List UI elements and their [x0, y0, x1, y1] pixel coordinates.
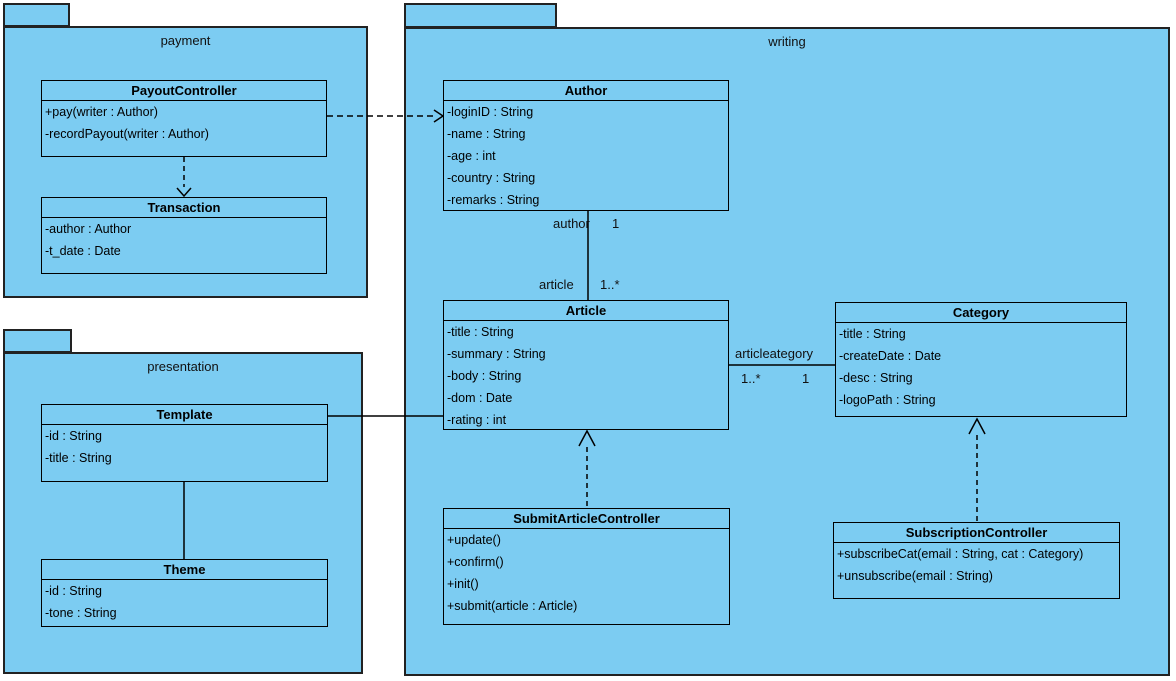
class-theme-name: Theme [42, 560, 327, 580]
package-presentation-tab[interactable] [3, 329, 72, 353]
member: -remarks : String [447, 193, 540, 207]
association-multiplicity-category-side[interactable]: 1 [802, 371, 810, 386]
member: -t_date : Date [45, 244, 121, 258]
class-subscriptioncontroller[interactable]: SubscriptionController +subscribeCat(ema… [833, 522, 1120, 599]
member: +pay(writer : Author) [45, 105, 158, 119]
association-multiplicity-article[interactable]: 1..* [600, 277, 620, 292]
association-role-author[interactable]: author [553, 216, 590, 231]
member: -recordPayout(writer : Author) [45, 127, 209, 141]
class-transaction-members: -author : Author -t_date : Date [42, 218, 326, 262]
association-role-article[interactable]: article [539, 277, 574, 292]
class-template-members: -id : String -title : String [42, 425, 327, 469]
package-writing-tab[interactable] [404, 3, 557, 28]
package-presentation-title: presentation [147, 359, 219, 374]
member: -title : String [45, 451, 112, 465]
member: +confirm() [447, 555, 504, 569]
class-payoutcontroller-members: +pay(writer : Author) -recordPayout(writ… [42, 101, 326, 145]
class-article-members: -title : String -summary : String -body … [444, 321, 728, 431]
member: -dom : Date [447, 391, 513, 405]
member: -id : String [45, 584, 102, 598]
class-transaction[interactable]: Transaction -author : Author -t_date : D… [41, 197, 327, 274]
class-category[interactable]: Category -title : String -createDate : D… [835, 302, 1127, 417]
member: -age : int [447, 149, 496, 163]
association-multiplicity-author[interactable]: 1 [612, 216, 620, 231]
member: +submit(article : Article) [447, 599, 578, 613]
member: -loginID : String [447, 105, 534, 119]
member: +subscribeCat(email : String, cat : Cate… [837, 547, 1084, 561]
package-writing-title: writing [768, 34, 806, 49]
class-category-name: Category [836, 303, 1126, 323]
member: -title : String [447, 325, 514, 339]
member: +init() [447, 577, 479, 591]
member: -createDate : Date [839, 349, 942, 363]
class-author-name: Author [444, 81, 728, 101]
class-submitarticlecontroller[interactable]: SubmitArticleController +update() +confi… [443, 508, 730, 625]
member: +update() [447, 533, 501, 547]
member: +unsubscribe(email : String) [837, 569, 993, 583]
member: -country : String [447, 171, 536, 185]
class-theme[interactable]: Theme -id : String -tone : String [41, 559, 328, 627]
member: -name : String [447, 127, 526, 141]
class-category-members: -title : String -createDate : Date -desc… [836, 323, 1126, 411]
class-payoutcontroller[interactable]: PayoutController +pay(writer : Author) -… [41, 80, 327, 157]
member: -id : String [45, 429, 102, 443]
class-template-name: Template [42, 405, 327, 425]
member: -rating : int [447, 413, 507, 427]
member: -title : String [839, 327, 906, 341]
class-theme-members: -id : String -tone : String [42, 580, 327, 624]
member: -author : Author [45, 222, 132, 236]
class-author[interactable]: Author -loginID : String -name : String … [443, 80, 729, 211]
class-payoutcontroller-name: PayoutController [42, 81, 326, 101]
class-subscriptioncontroller-members: +subscribeCat(email : String, cat : Cate… [834, 543, 1119, 587]
class-template[interactable]: Template -id : String -title : String [41, 404, 328, 482]
association-name-articlecategory[interactable]: articleategory [735, 346, 814, 361]
association-multiplicity-article-side[interactable]: 1..* [741, 371, 761, 386]
package-payment-title: payment [160, 33, 211, 48]
member: -tone : String [45, 606, 117, 620]
class-author-members: -loginID : String -name : String -age : … [444, 101, 728, 211]
member: -logoPath : String [839, 393, 936, 407]
package-payment-tab[interactable] [3, 3, 70, 27]
class-transaction-name: Transaction [42, 198, 326, 218]
class-article[interactable]: Article -title : String -summary : Strin… [443, 300, 729, 430]
class-article-name: Article [444, 301, 728, 321]
class-submitarticlecontroller-name: SubmitArticleController [444, 509, 729, 529]
class-subscriptioncontroller-name: SubscriptionController [834, 523, 1119, 543]
member: -summary : String [447, 347, 546, 361]
member: -desc : String [839, 371, 913, 385]
class-submitarticlecontroller-members: +update() +confirm() +init() +submit(art… [444, 529, 729, 617]
member: -body : String [447, 369, 522, 383]
